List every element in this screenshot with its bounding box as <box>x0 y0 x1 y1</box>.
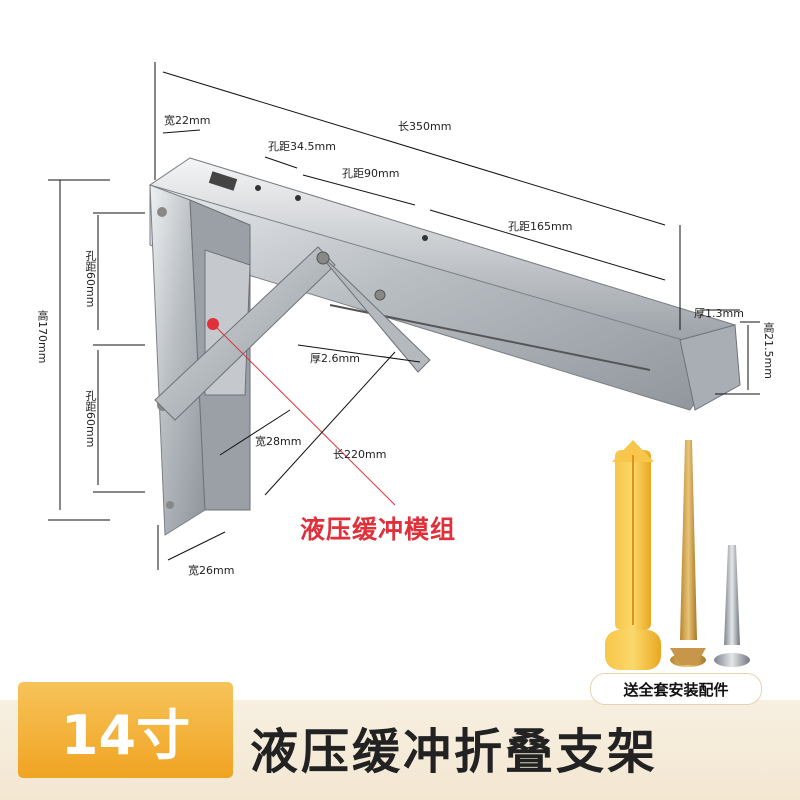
plastic-dowel <box>605 440 661 670</box>
width-28-label: 宽28mm <box>255 435 302 448</box>
hole-165-label: 孔距165mm <box>508 220 573 233</box>
hole-34-label: 孔距34.5mm <box>268 140 336 153</box>
product-title: 液压缓冲折叠支架 <box>250 724 659 780</box>
width-26-label: 宽26mm <box>188 564 235 577</box>
support-link <box>319 254 431 373</box>
hole-60-a-label: 孔距60mm <box>84 250 97 308</box>
silver-screw <box>714 545 750 667</box>
size-badge: 14寸 <box>18 682 233 778</box>
accessories-badge: 送全套安装配件 <box>590 673 762 705</box>
hole-60-b-label: 孔距60mm <box>84 390 97 448</box>
thickness-13-label: 厚1.3mm <box>694 307 744 320</box>
dimension-lines <box>48 62 760 570</box>
height-170-label: 高170mm <box>36 310 49 364</box>
diagonal-strut <box>154 246 336 421</box>
gold-screw <box>670 440 706 667</box>
length-220-label: 长220mm <box>333 448 387 461</box>
horizontal-arm-lip <box>679 324 741 411</box>
width-top-label: 宽22mm <box>164 114 211 127</box>
height-215-label: 高21.5mm <box>762 322 775 379</box>
length-total-label: 长350mm <box>398 120 452 133</box>
hole-90-label: 孔距90mm <box>342 167 400 180</box>
thickness-26-label: 厚2.6mm <box>310 352 360 365</box>
hydraulic-module-label: 液压缓冲模组 <box>300 515 457 544</box>
